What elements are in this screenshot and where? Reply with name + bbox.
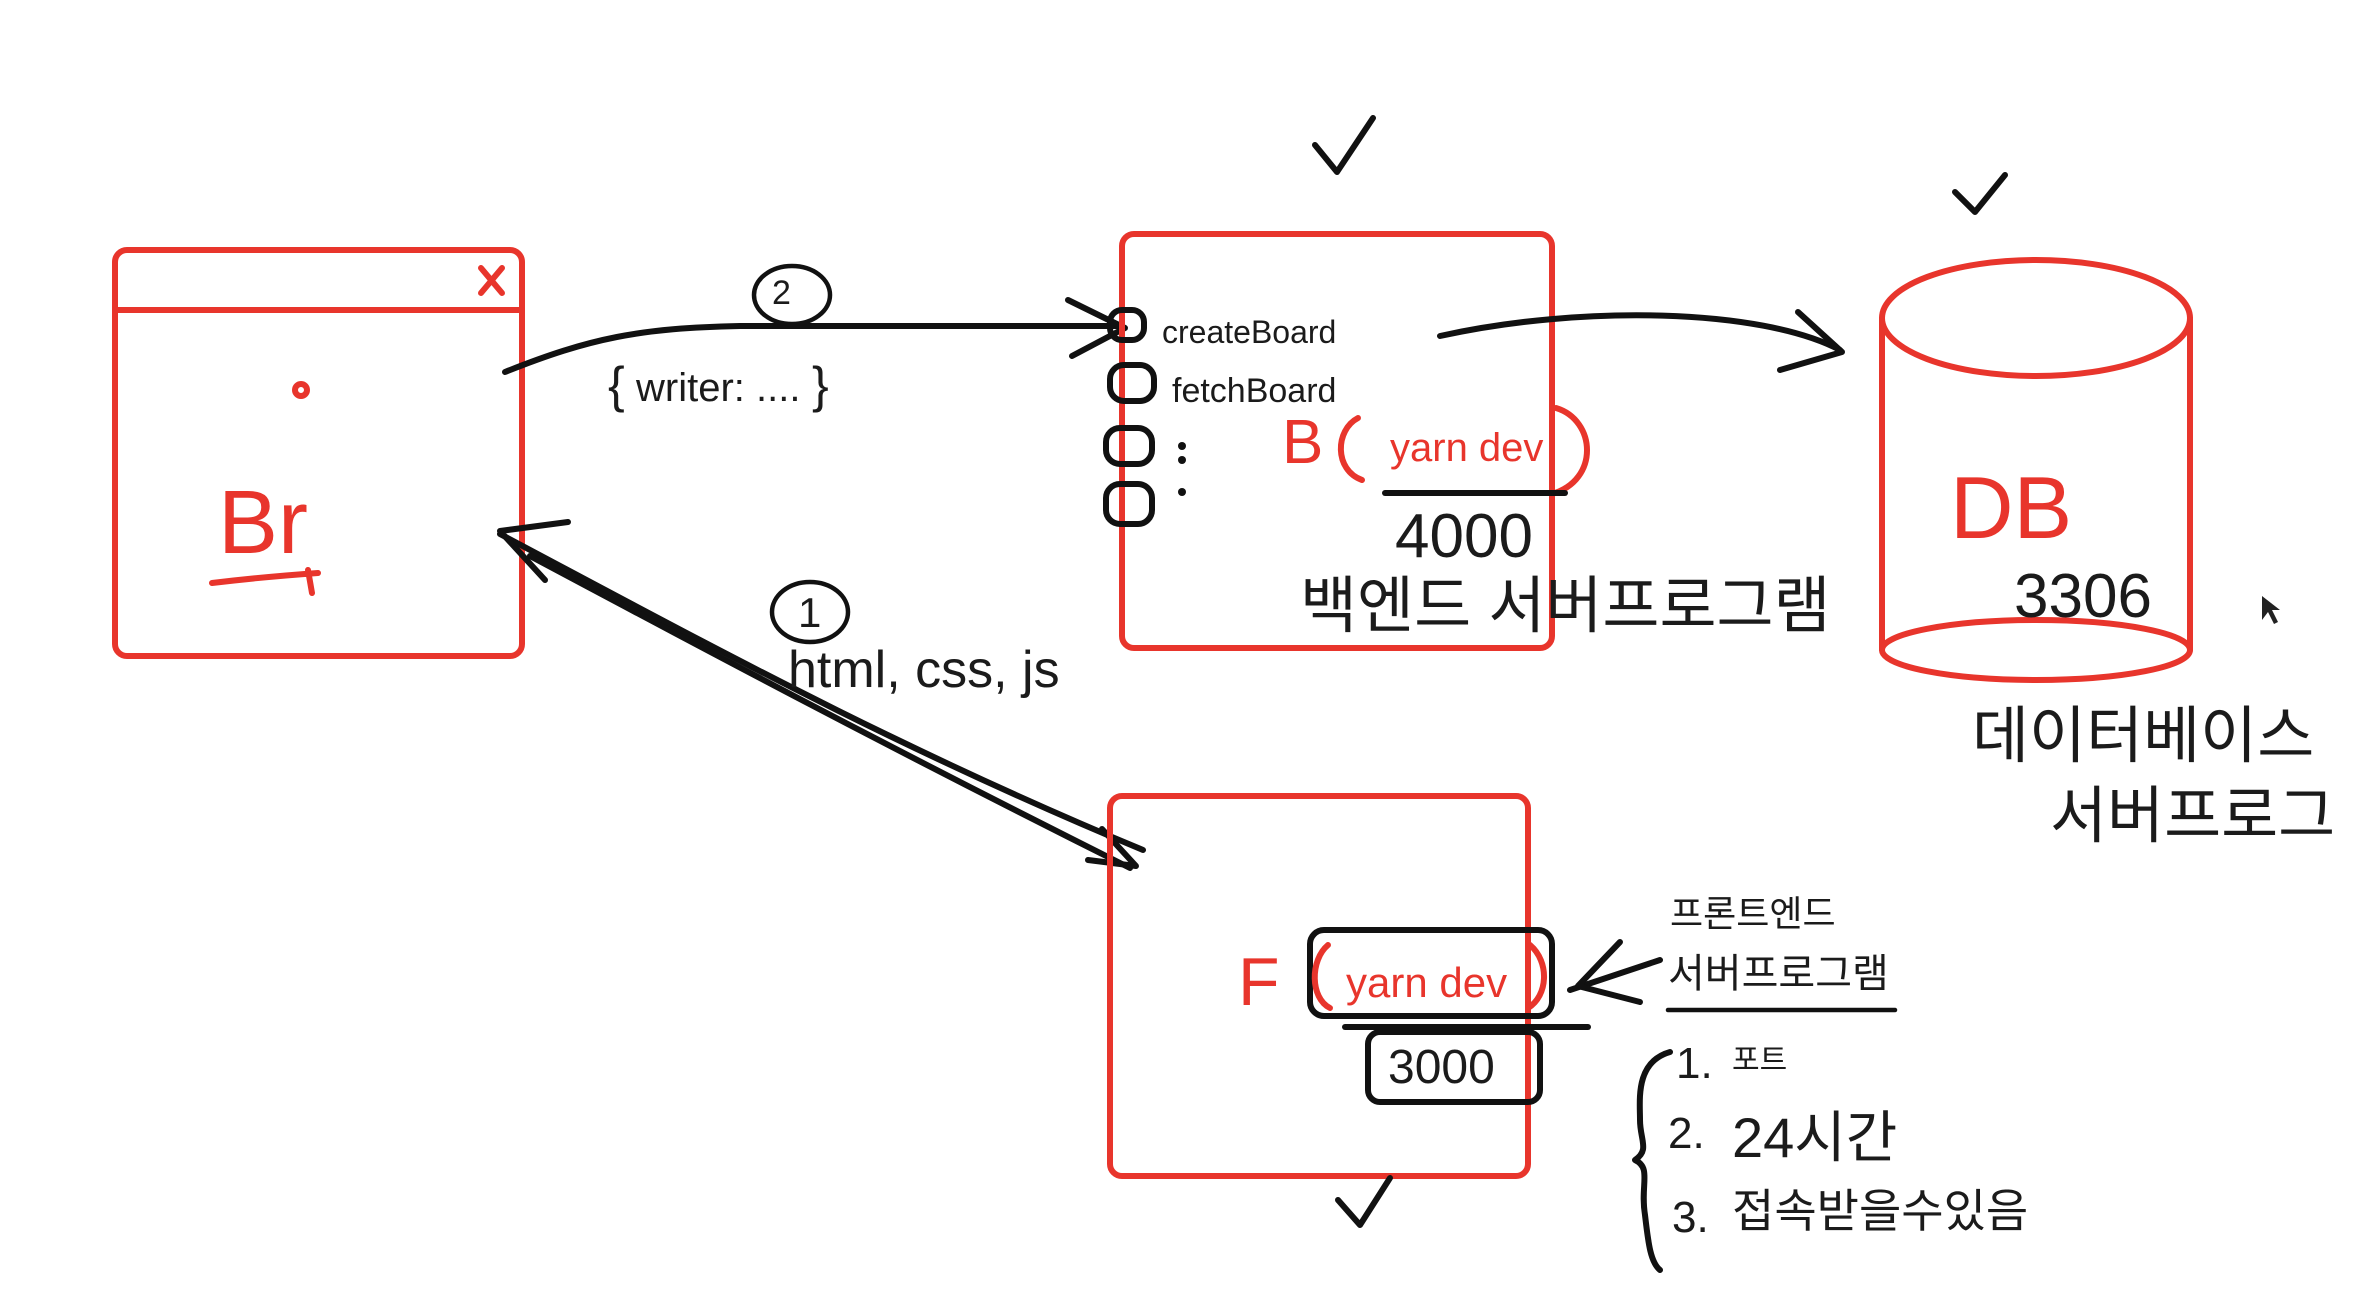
backend-port: 4000 (1395, 502, 1533, 571)
request-bracket-close: } (812, 357, 829, 413)
response-arrow (497, 519, 1146, 871)
backend-letter: B (1282, 408, 1324, 477)
frontend-server-box (1107, 793, 1591, 1179)
backend-command: yarn dev (1390, 426, 1544, 470)
response-step-number: 1 (798, 589, 822, 636)
note-2-number: 2. (1668, 1109, 1705, 1158)
db-label: DB (1950, 458, 2073, 557)
backend-caption: 백엔드 서버프로그램 (1300, 572, 1831, 641)
note-2-text: 24시간 (1732, 1106, 1898, 1169)
api-ports (1103, 307, 1186, 527)
cursor-icon (2262, 596, 2280, 624)
request-bracket-open: { (608, 357, 625, 413)
port-circle-icon (1107, 307, 1147, 343)
note-3-text: 접속받을수있음 (1732, 1185, 2029, 1237)
browser-window (112, 247, 525, 659)
api-fetch-board: fetchBoard (1172, 372, 1337, 410)
frontend-letter: F (1238, 944, 1280, 1020)
checkmark-icon (1312, 115, 1376, 175)
note-3-number: 3. (1672, 1193, 1709, 1242)
frontend-caption-line1: 프론트엔드 (1670, 893, 1836, 934)
frontend-command: yarn dev (1346, 959, 1508, 1006)
request-step-number: 2 (772, 274, 791, 312)
notes-bracket (1632, 1049, 1673, 1273)
port-circle-icon (1103, 481, 1155, 527)
close-icon (478, 265, 505, 296)
db-arrow (1437, 309, 1845, 373)
note-1-text: 포트 (1732, 1044, 1788, 1077)
browser-label: Br (218, 473, 308, 573)
response-label: html, css, js (788, 641, 1060, 699)
backend-server-box (1103, 231, 1590, 651)
api-create-board: createBoard (1162, 314, 1337, 350)
frontend-caption-line2: 서버프로그램 (1668, 952, 1889, 996)
request-payload: writer: .... (636, 366, 801, 410)
port-circle-icon (1103, 425, 1155, 467)
database-cylinder (1879, 257, 2193, 683)
note-1-number: 1. (1676, 1039, 1713, 1088)
db-caption-line2: 서버프로그 (2050, 782, 2336, 851)
checkmark-icon (1952, 172, 2008, 215)
db-caption-line1: 데이터베이스 (1972, 702, 2315, 771)
checkmark-icon (1335, 1175, 1393, 1228)
db-port: 3306 (2014, 562, 2152, 631)
frontend-port: 3000 (1388, 1041, 1495, 1094)
frontend-pointer-arrow (1567, 939, 1898, 1013)
port-circle-icon (1107, 362, 1157, 404)
